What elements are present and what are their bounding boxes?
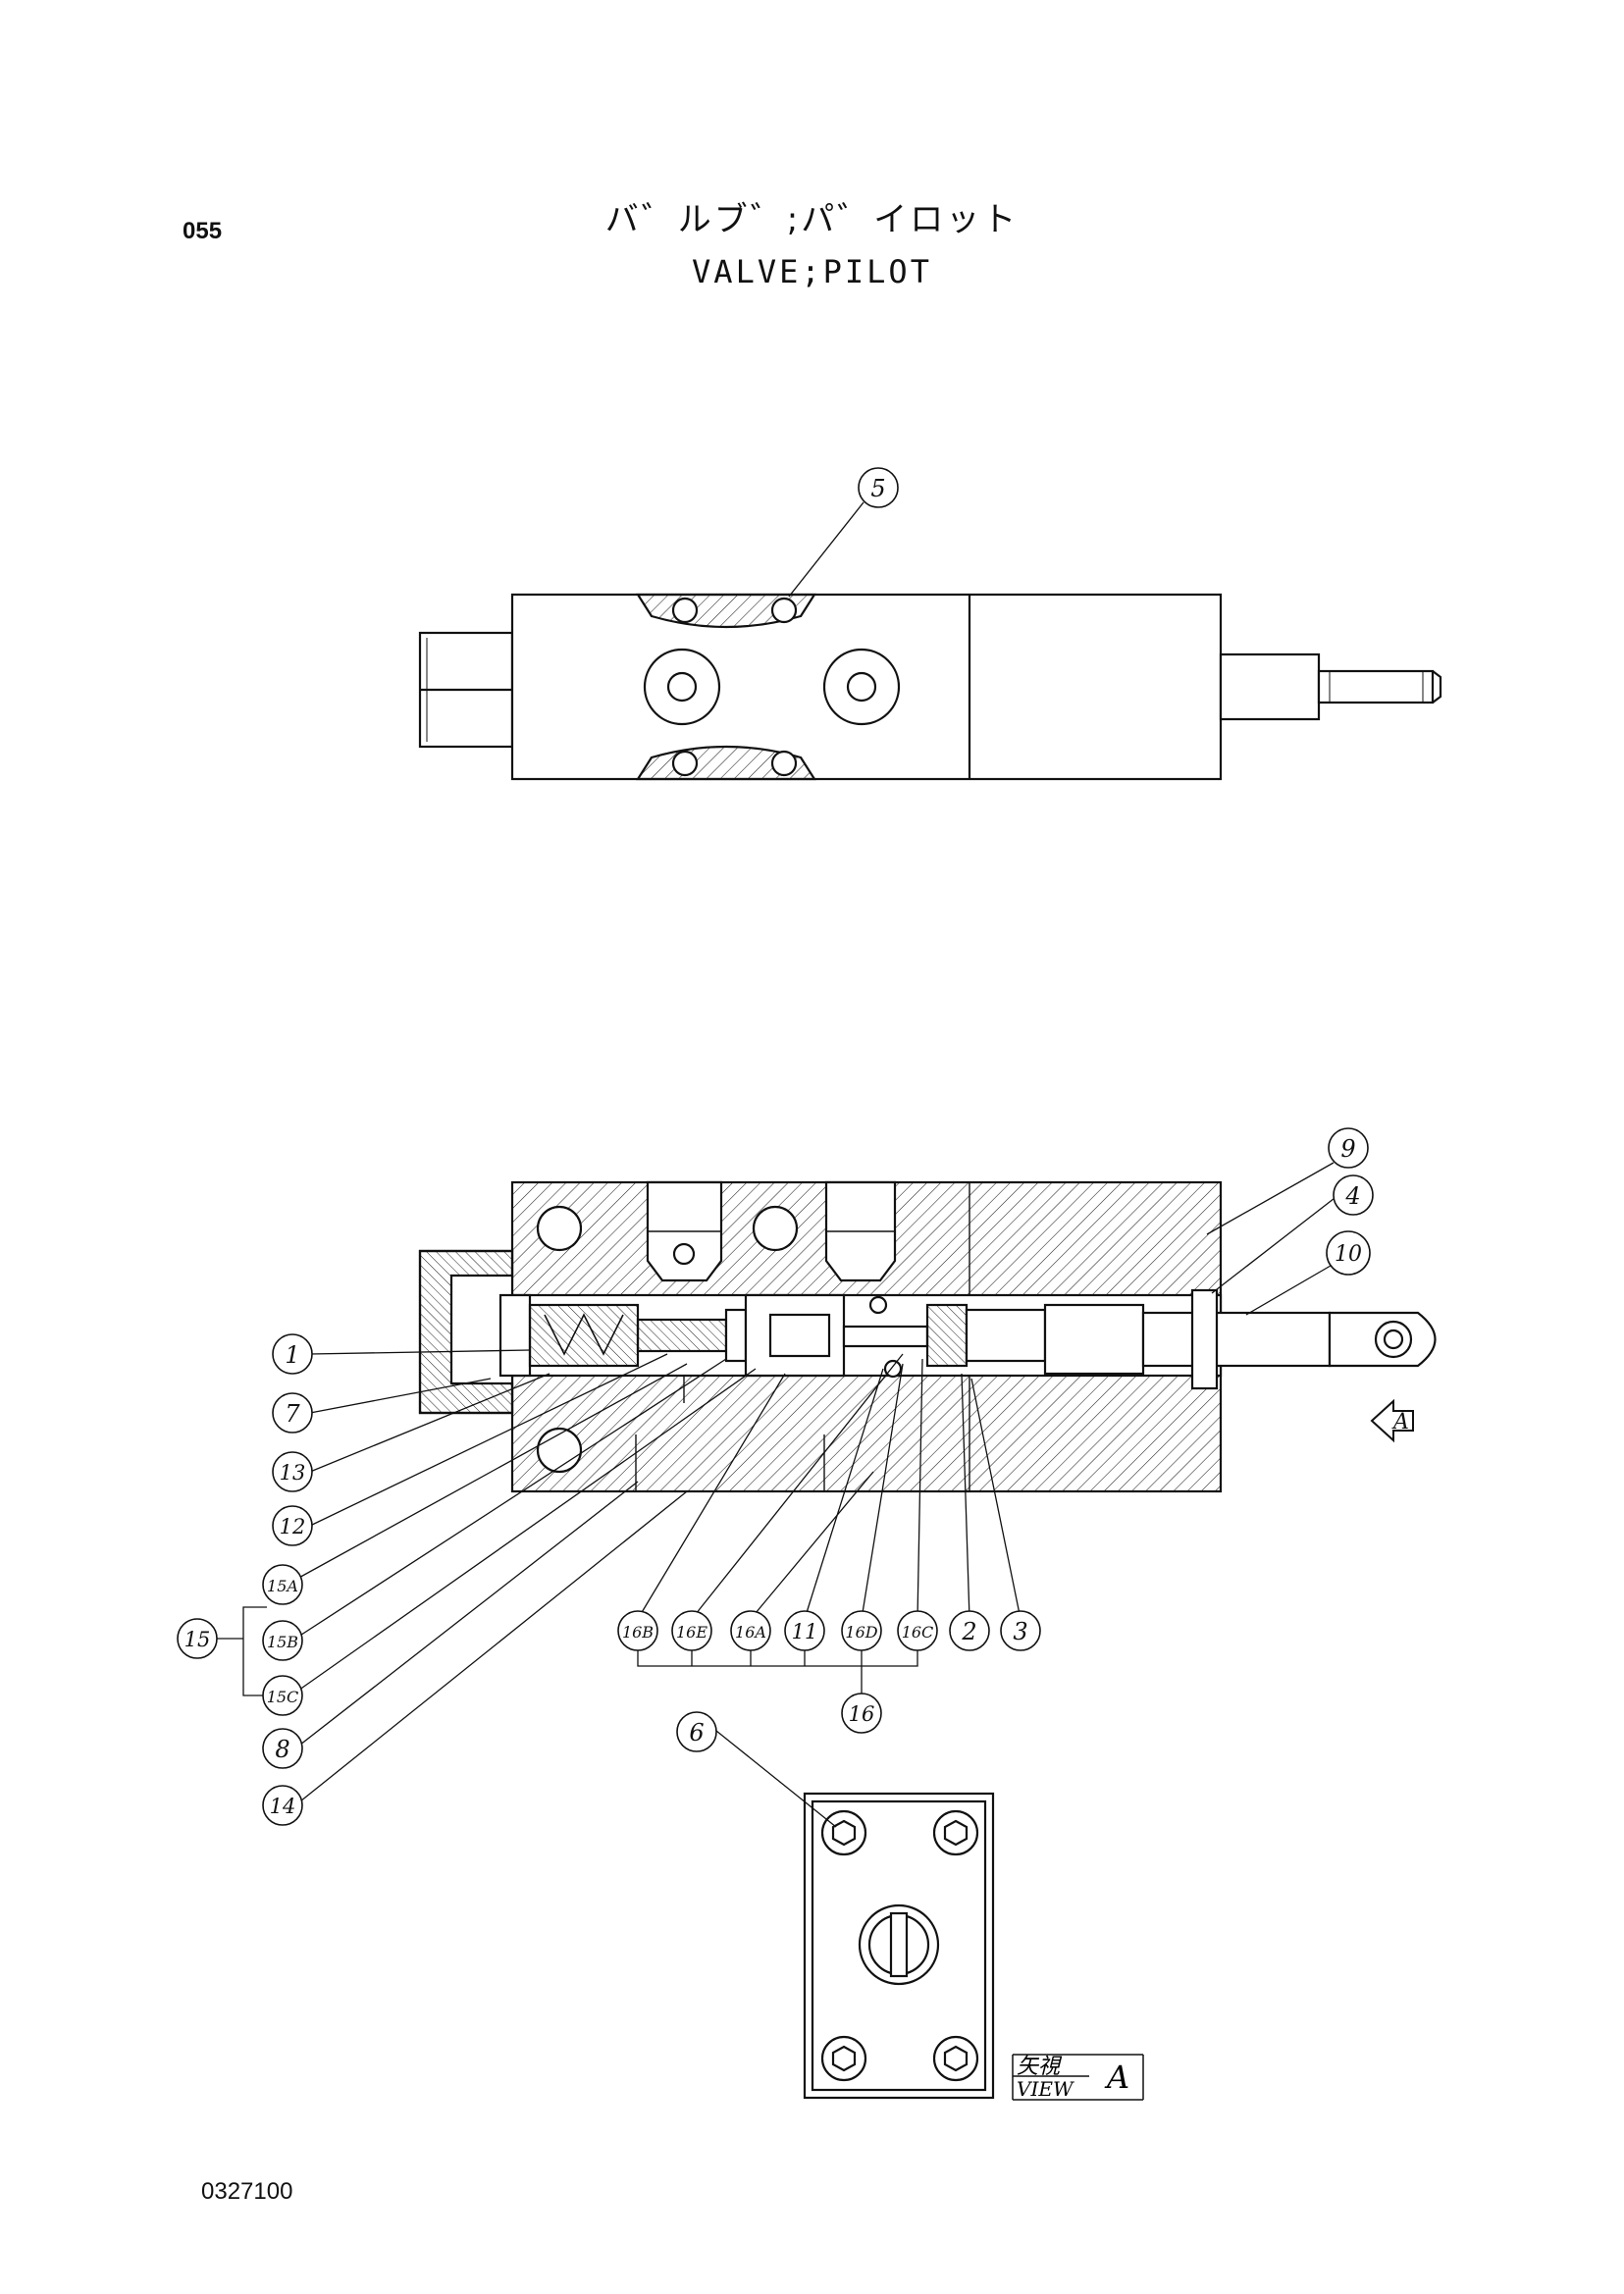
title-japanese: バ゛ルブ゛;パ゛イロット [604,200,1020,239]
callout-5: 5 [858,467,899,508]
svg-text:8: 8 [275,1736,289,1763]
callout-8: 8 [262,1728,303,1769]
callout-16B: 16B [617,1610,658,1651]
svg-text:14: 14 [270,1795,296,1818]
svg-text:5: 5 [870,475,885,502]
callout-10: 10 [1326,1230,1371,1276]
view-label-en: VIEW [1017,2077,1074,2101]
arrow-a-label: A [1391,1410,1409,1434]
view-label-jp: 矢視 [1017,2055,1063,2079]
callout-3: 3 [1000,1610,1041,1651]
callout-16C: 16C [897,1610,938,1651]
svg-text:16E: 16E [676,1623,707,1642]
svg-text:2: 2 [961,1618,976,1645]
callout-6: 6 [676,1711,717,1752]
callout-14: 14 [262,1785,303,1826]
svg-text:16D: 16D [845,1623,877,1642]
callout-16E: 16E [671,1610,712,1651]
document-number: 0327100 [201,2178,293,2205]
callout-13: 13 [272,1451,313,1492]
svg-text:15C: 15C [267,1688,299,1706]
leader-lines [216,1162,1343,1806]
svg-text:7: 7 [285,1400,300,1428]
svg-text:15B: 15B [267,1633,298,1651]
view-a [715,1730,995,2100]
callout-15A: 15A [262,1564,303,1605]
svg-text:16: 16 [849,1702,875,1726]
callout-9: 9 [1328,1127,1369,1169]
svg-text:11: 11 [792,1620,818,1643]
callout-11: 11 [784,1610,825,1651]
top-view [418,501,1442,781]
callout-15B: 15B [262,1620,303,1661]
callout-15: 15 [177,1618,218,1659]
callout-12: 12 [272,1505,313,1546]
title-english: VALVE;PILOT [692,253,932,290]
svg-text:15A: 15A [267,1577,298,1595]
svg-text:1: 1 [285,1341,299,1369]
svg-text:16C: 16C [902,1623,934,1642]
svg-text:9: 9 [1340,1135,1355,1163]
callout-15C: 15C [262,1675,303,1716]
view-a-label: 矢視 VIEW A [1012,2054,1144,2101]
svg-text:15: 15 [184,1628,211,1651]
view-label-letter: A [1104,2059,1129,2096]
svg-text:12: 12 [280,1515,306,1538]
callout-1: 1 [272,1333,313,1375]
callout-7: 7 [272,1392,313,1434]
svg-text:16B: 16B [622,1623,654,1642]
section-view [418,1180,1437,1493]
view-arrow [1370,1398,1414,1443]
svg-text:3: 3 [1013,1618,1027,1645]
svg-text:6: 6 [689,1719,704,1747]
callout-4: 4 [1333,1174,1374,1216]
page-number: 055 [183,218,223,244]
svg-text:16A: 16A [735,1623,766,1642]
callout-16D: 16D [841,1610,882,1651]
callout-16A: 16A [730,1610,771,1651]
callout-2: 2 [949,1610,990,1651]
svg-text:10: 10 [1335,1242,1362,1267]
callout-16: 16 [841,1693,882,1734]
svg-text:13: 13 [280,1461,306,1485]
svg-text:4: 4 [1344,1182,1360,1210]
